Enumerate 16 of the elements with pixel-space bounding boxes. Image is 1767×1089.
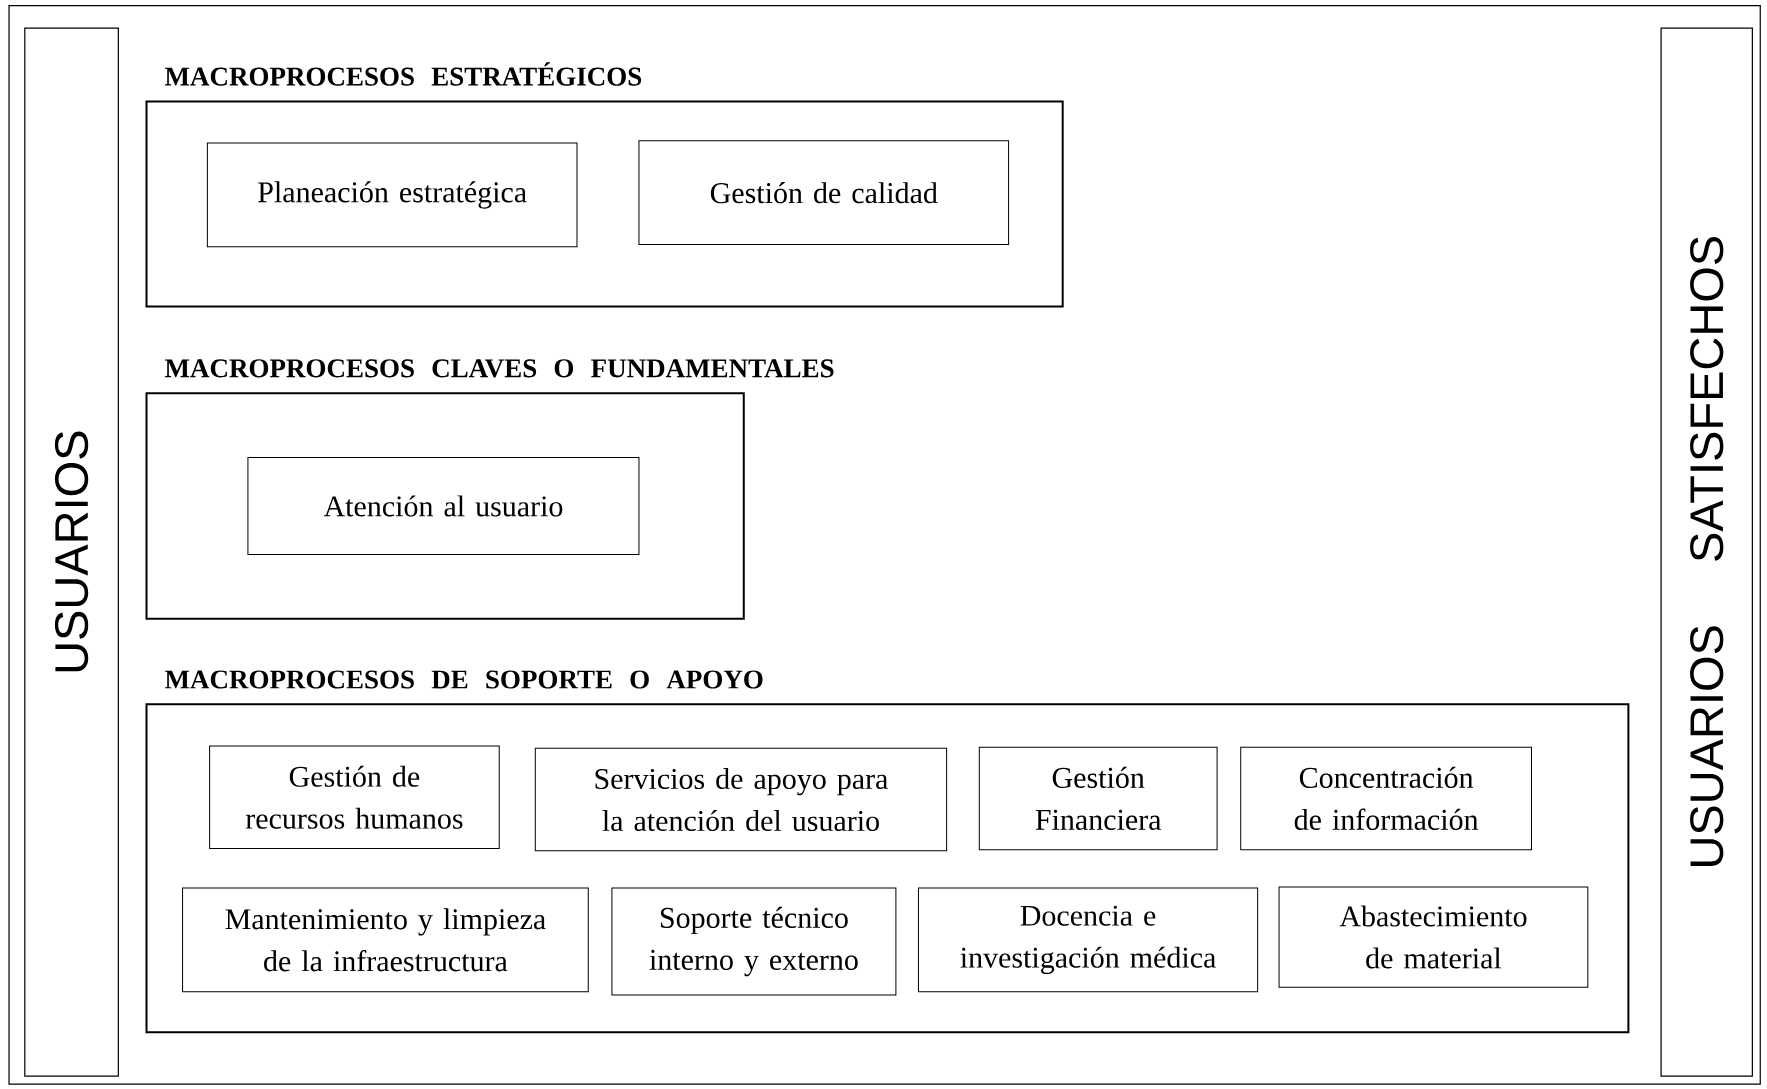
- process-box: Mantenimiento y limpieza de la infraestructura: [182, 887, 589, 993]
- process-box: Gestión Financiera: [978, 746, 1218, 851]
- process-box: Docencia e investigación médica: [917, 887, 1259, 993]
- node-label: MACROPROCESOS ESTRATÉGICOS: [164, 62, 642, 86]
- node-label: MACROPROCESOS DE SOPORTE O APOYO: [164, 670, 763, 689]
- process-box: Gestión de calidad: [638, 140, 1010, 246]
- process-box: Planeación estratégica: [206, 142, 578, 248]
- process-box: Servicios de apoyo para la atención del usuario: [534, 747, 948, 852]
- process-box: Soporte técnico interno y externo: [611, 887, 897, 996]
- node-label: MACROPROCESOS CLAVES O FUNDAMENTALES: [164, 359, 834, 378]
- process-box: Atención al usuario: [247, 457, 640, 555]
- process-box: Gestión de recursos humanos: [209, 745, 500, 850]
- process-box: Abastecimiento de material: [1278, 886, 1589, 988]
- side-band: USUARIOS SATISFECHOS: [1660, 27, 1753, 1077]
- process-box: Concentración de información: [1240, 746, 1532, 851]
- side-band: USUARIOS: [24, 27, 119, 1077]
